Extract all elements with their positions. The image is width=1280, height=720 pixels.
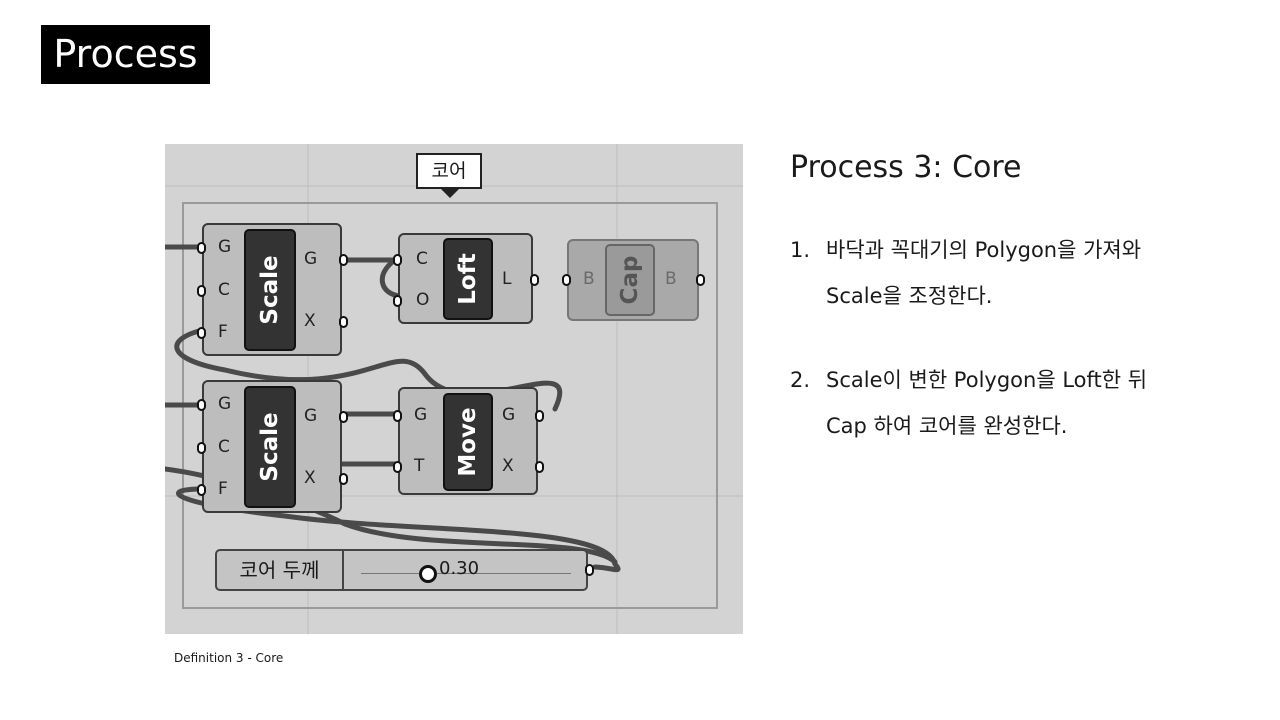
move-input-g: G <box>414 405 428 425</box>
core-thickness-slider[interactable]: 코어 두께 0.30 <box>215 549 594 591</box>
input-grip[interactable] <box>197 327 206 339</box>
input-grip[interactable] <box>393 461 402 473</box>
input-grip[interactable] <box>197 285 206 297</box>
scale-bottom-output-x: X <box>304 468 316 488</box>
loft-input-o: O <box>416 290 430 310</box>
scale-core-bottom: Scale <box>244 386 296 508</box>
scale-label-bottom: Scale <box>257 412 283 482</box>
wire-loft-o <box>174 327 563 412</box>
output-grip[interactable] <box>535 410 544 422</box>
input-grip[interactable] <box>197 484 206 496</box>
slider-value: 0.30 <box>439 558 480 579</box>
step-text-line: Cap 하여 코어를 완성한다. <box>826 414 1068 438</box>
scale-core-top: Scale <box>244 229 296 351</box>
step-text-line: Scale을 조정한다. <box>826 284 993 308</box>
scale-bottom-input-f: F <box>218 479 228 499</box>
output-grip[interactable] <box>339 316 348 328</box>
section-title: Process 3: Core <box>790 150 1022 185</box>
scale-bottom-input-c: C <box>218 437 230 457</box>
output-grip[interactable] <box>339 473 348 485</box>
move-component[interactable]: Move G T G X <box>393 387 544 495</box>
step-text-line: 바닥과 꼭대기의 Polygon을 가져와 <box>826 238 1142 262</box>
scale-component-top[interactable]: Scale G C F G X <box>197 223 348 356</box>
cap-label: Cap <box>617 255 643 305</box>
input-grip[interactable] <box>197 242 206 254</box>
move-output-g: G <box>502 405 516 425</box>
input-grip[interactable] <box>562 274 571 286</box>
move-input-t: T <box>414 456 425 476</box>
move-core: Move <box>443 393 493 491</box>
step-number: 2. <box>790 368 811 392</box>
input-grip[interactable] <box>393 295 402 307</box>
loft-label: Loft <box>455 253 481 305</box>
slider-track[interactable] <box>361 561 571 574</box>
group-callout: 코어 <box>416 153 482 198</box>
input-grip[interactable] <box>197 399 206 411</box>
step-number: 1. <box>790 238 811 262</box>
loft-input-c: C <box>416 249 428 269</box>
wires <box>165 244 621 573</box>
slider-knob[interactable] <box>419 565 437 583</box>
input-grip[interactable] <box>393 254 402 266</box>
output-grip[interactable] <box>339 254 348 266</box>
page-title: Process <box>41 25 210 84</box>
step-text-line: Scale이 변한 Polygon을 Loft한 뒤 <box>826 368 1148 392</box>
scale-bottom-output-g: G <box>304 406 318 426</box>
scale-label-top: Scale <box>257 255 283 325</box>
cap-output-b: B <box>665 269 677 289</box>
scale-top-input-g: G <box>218 237 232 257</box>
scale-bottom-input-g: G <box>218 394 232 414</box>
input-grip[interactable] <box>393 410 402 422</box>
cap-input-b: B <box>583 269 595 289</box>
loft-component[interactable]: Loft C O L <box>393 233 539 324</box>
figure-caption: Definition 3 - Core <box>174 651 284 665</box>
output-grip[interactable] <box>585 564 594 576</box>
scale-top-input-f: F <box>218 322 228 342</box>
scale-top-output-g: G <box>304 249 318 269</box>
scale-component-bottom[interactable]: Scale G C F G X <box>197 380 348 513</box>
cap-component[interactable]: Cap B B <box>562 239 705 321</box>
output-grip[interactable] <box>339 411 348 423</box>
move-label: Move <box>455 407 481 477</box>
scale-top-input-c: C <box>218 280 230 300</box>
move-output-x: X <box>502 456 514 476</box>
input-grip[interactable] <box>197 442 206 454</box>
loft-output-l: L <box>502 269 512 289</box>
output-grip[interactable] <box>535 461 544 473</box>
loft-core: Loft <box>443 238 493 320</box>
cap-core: Cap <box>605 244 655 316</box>
grasshopper-canvas[interactable]: 코어 Scale G C F G X Loft C O L Cap B B Sc… <box>165 144 743 634</box>
slider-label: 코어 두께 <box>217 551 344 589</box>
output-grip[interactable] <box>696 274 705 286</box>
output-grip[interactable] <box>530 274 539 286</box>
scale-top-output-x: X <box>304 311 316 331</box>
